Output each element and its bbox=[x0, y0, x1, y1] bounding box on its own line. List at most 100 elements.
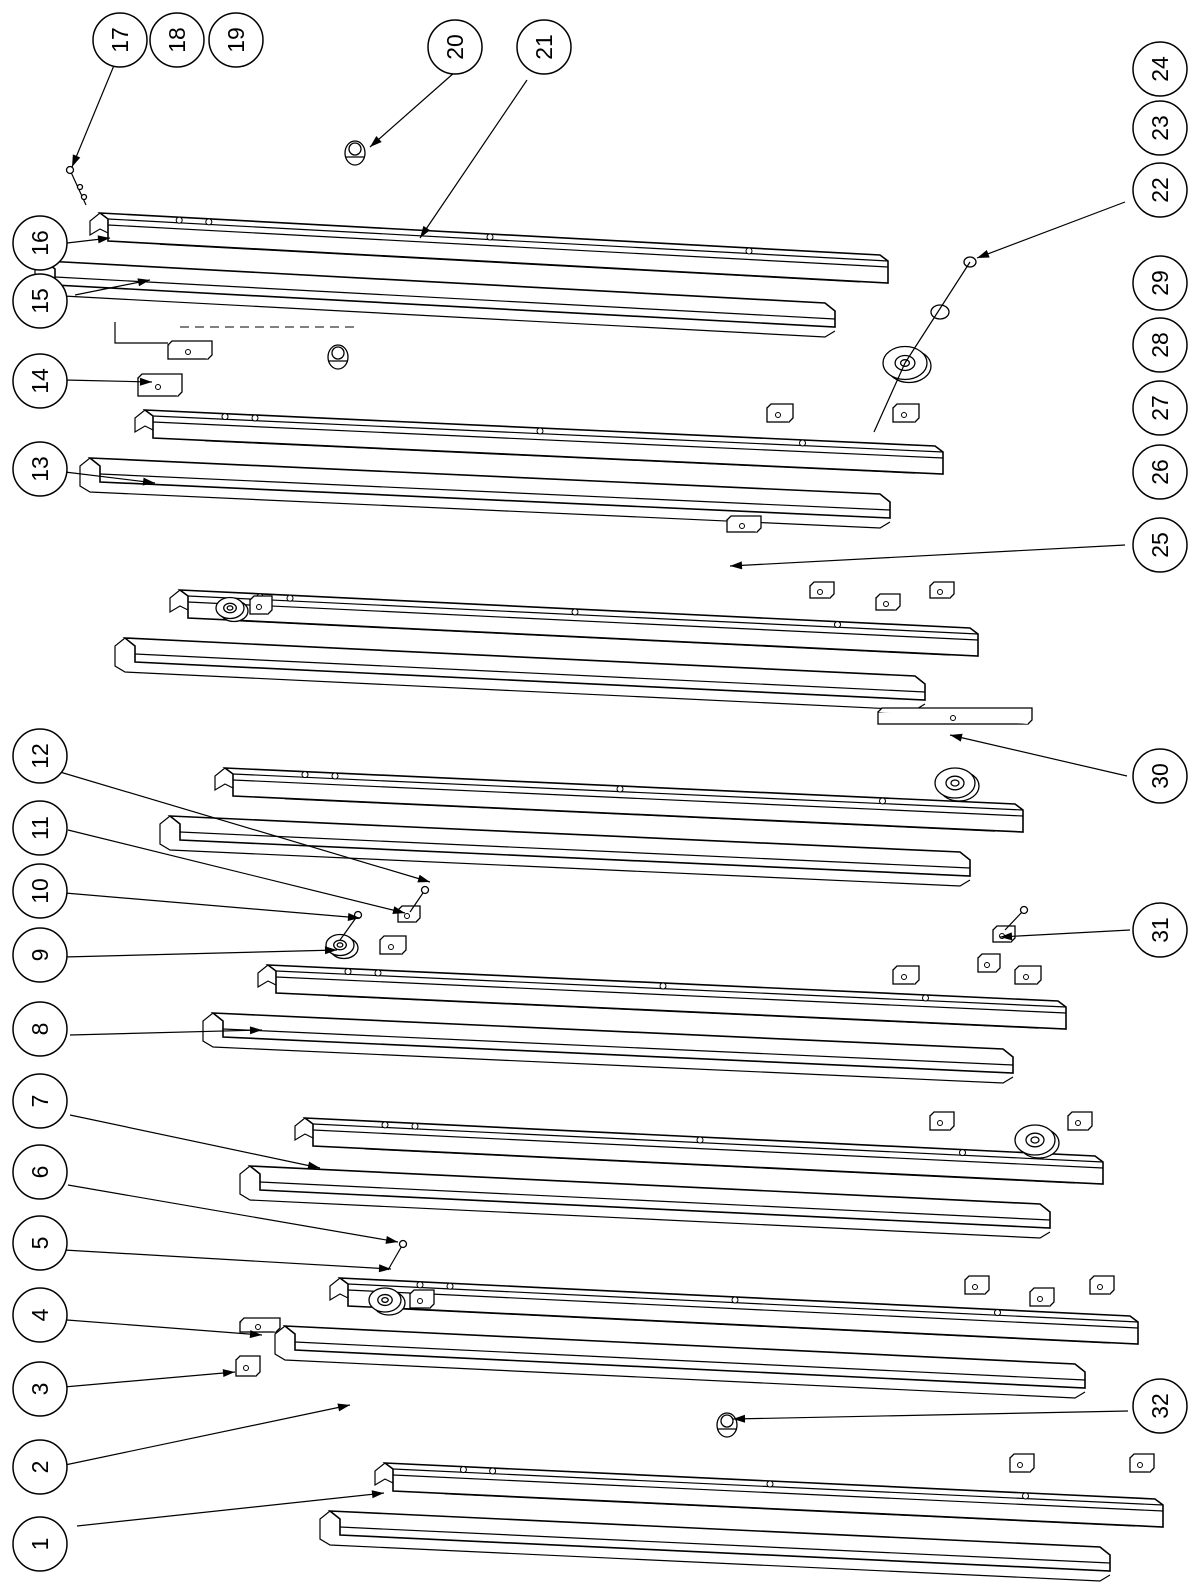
leader-stroke bbox=[732, 1410, 1129, 1420]
rail-hole bbox=[286, 594, 294, 602]
rail-web bbox=[284, 798, 996, 832]
small-parts-layer bbox=[65, 140, 1155, 1473]
balloon-19: 19 bbox=[208, 12, 264, 68]
balloon-number: 10 bbox=[27, 878, 53, 904]
rail-upper-edge bbox=[312, 1123, 1104, 1163]
rail-upper-edge bbox=[232, 773, 1024, 811]
balloon-number: 27 bbox=[1147, 395, 1173, 421]
balloon-number: 23 bbox=[1147, 115, 1173, 141]
rail-hole bbox=[659, 982, 667, 990]
balloon-circle bbox=[12, 1144, 68, 1200]
bracket-14 bbox=[167, 340, 213, 360]
balloon-number: 20 bbox=[442, 34, 468, 60]
balloon-7: 7 bbox=[12, 1073, 68, 1129]
leader-stroke bbox=[71, 62, 116, 168]
block-hole bbox=[404, 913, 410, 919]
rail-hole bbox=[446, 1282, 454, 1290]
block-11 bbox=[397, 905, 421, 923]
leader-line bbox=[63, 1249, 392, 1273]
block-hole bbox=[901, 974, 907, 980]
rail-hole bbox=[745, 247, 753, 255]
leader-stroke bbox=[69, 1114, 321, 1169]
leader-stroke bbox=[64, 471, 156, 484]
balloon-circle bbox=[92, 12, 148, 68]
balloon-3: 3 bbox=[12, 1361, 68, 1417]
rail-upper-edge bbox=[107, 218, 889, 262]
bracket-4 bbox=[239, 1317, 281, 1333]
balloon-number: 1 bbox=[27, 1538, 53, 1551]
rail-upper-groove bbox=[107, 224, 889, 268]
leader-line bbox=[71, 62, 116, 168]
balloon-number: 2 bbox=[27, 1461, 53, 1474]
balloon-14: 14 bbox=[12, 353, 68, 409]
shaft-line-1 bbox=[873, 362, 906, 433]
leader-stroke bbox=[74, 279, 151, 296]
balloon-number: 16 bbox=[27, 230, 53, 256]
rail-upper-profile bbox=[257, 964, 277, 989]
rail-pair-4 bbox=[159, 767, 1024, 887]
leader-stroke bbox=[63, 1371, 236, 1388]
block-hole bbox=[1017, 1462, 1023, 1468]
balloon-circle bbox=[12, 1215, 68, 1271]
balloon-number: 29 bbox=[1147, 270, 1173, 296]
leader-line bbox=[67, 1184, 399, 1244]
block-hole bbox=[950, 715, 956, 721]
leader-arrowhead bbox=[950, 733, 963, 742]
leader-line bbox=[74, 278, 151, 296]
leader-stroke bbox=[63, 949, 338, 958]
balloon-circle bbox=[12, 1361, 68, 1417]
leader-line bbox=[419, 79, 528, 239]
rail-upper-profile bbox=[89, 212, 109, 237]
leader-stroke bbox=[64, 379, 153, 383]
balloon-16: 16 bbox=[12, 215, 68, 271]
balloon-number: 6 bbox=[27, 1166, 53, 1179]
slider-block-2 bbox=[892, 403, 920, 423]
rail-lower-groove bbox=[222, 1028, 1014, 1066]
block-hole bbox=[817, 589, 823, 595]
balloon-number: 17 bbox=[107, 27, 133, 53]
leader-arrowhead bbox=[420, 225, 431, 238]
balloon-20: 20 bbox=[427, 19, 483, 75]
leader-line bbox=[63, 1369, 236, 1388]
balloon-2: 2 bbox=[12, 1439, 68, 1495]
balloon-number: 7 bbox=[27, 1095, 53, 1108]
rail-upper-groove bbox=[152, 421, 944, 459]
screw-31 bbox=[1004, 905, 1029, 931]
leader-arrowhead bbox=[142, 477, 155, 486]
rail-upper-profile bbox=[294, 1117, 314, 1142]
leader-lines-layer bbox=[59, 62, 1131, 1527]
balloon-number: 24 bbox=[1147, 56, 1173, 82]
balloon-11: 11 bbox=[12, 800, 68, 856]
balloon-circle bbox=[12, 1073, 68, 1129]
rail-pair-6 bbox=[239, 1117, 1104, 1239]
rail-lower-body bbox=[122, 637, 926, 701]
block-31b bbox=[977, 953, 1001, 973]
rail-hole bbox=[1022, 1492, 1029, 1500]
rail-lower-groove bbox=[259, 1181, 1051, 1221]
balloon-circle bbox=[1132, 317, 1188, 373]
leader-arrowhead bbox=[324, 946, 337, 955]
rail-hole bbox=[696, 1136, 704, 1144]
balloon-circle bbox=[1132, 517, 1188, 573]
rail-hole bbox=[731, 1296, 739, 1304]
block-3c bbox=[875, 593, 901, 611]
balloon-29: 29 bbox=[1132, 255, 1188, 311]
balloon-circle bbox=[1132, 1378, 1188, 1434]
block-hole bbox=[256, 604, 262, 610]
balloon-circle bbox=[1132, 255, 1188, 311]
rail-upper-body bbox=[265, 964, 1067, 1030]
leader-line bbox=[976, 201, 1126, 259]
rail-web bbox=[204, 440, 916, 474]
balloon-circle bbox=[12, 1439, 68, 1495]
leader-stroke bbox=[999, 929, 1131, 938]
block-hole bbox=[155, 384, 161, 390]
balloon-number: 28 bbox=[1147, 332, 1173, 358]
balloon-circle bbox=[12, 800, 68, 856]
pulley-bore bbox=[1030, 1136, 1040, 1144]
leader-stroke bbox=[66, 1319, 263, 1336]
rail-hole bbox=[616, 785, 624, 793]
leader-stroke bbox=[63, 1249, 392, 1270]
leader-line bbox=[369, 71, 456, 148]
